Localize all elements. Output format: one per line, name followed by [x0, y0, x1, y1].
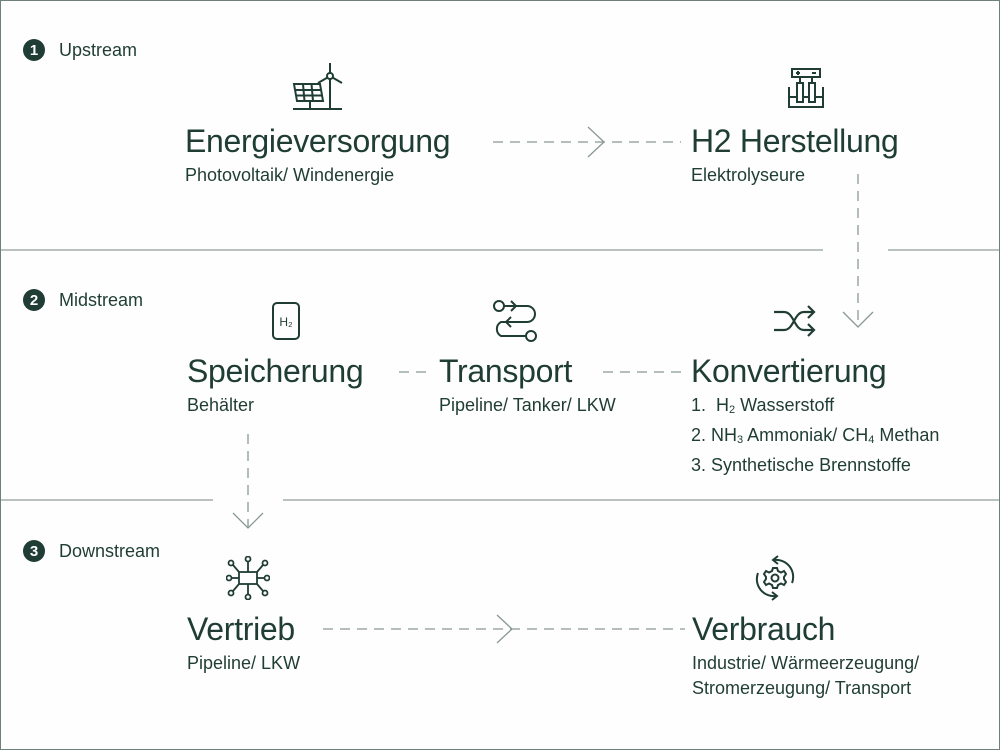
stage-number-badge: 1 — [23, 39, 45, 61]
node-konvertierung: Konvertierung 1. H2 Wasserstoff 2. NH3 A… — [691, 353, 939, 478]
h2-tank-icon: H₂ — [271, 301, 301, 341]
list-text: Methan — [874, 425, 940, 445]
gear-cycle-icon — [752, 555, 798, 601]
node-subtitle: Pipeline/ Tanker/ LKW — [439, 395, 616, 415]
formula-subscript: 2 — [729, 404, 736, 416]
list-text: Synthetische Brennstoffe — [711, 455, 911, 475]
formula: NH — [711, 425, 738, 445]
list-number: 1. — [691, 395, 707, 415]
stage-downstream: 3 Downstream — [23, 540, 160, 562]
conversion-list: 1. H2 Wasserstoff 2. NH3 Ammoniak/ CH4 M… — [691, 393, 939, 478]
node-subtitle-line-2: Stromerzeugung/ Transport — [692, 678, 912, 698]
shuffle-icon — [772, 304, 818, 338]
stage-label: Midstream — [59, 289, 144, 310]
node-h2-herstellung: H2 Herstellung Elektrolyseure — [691, 123, 899, 188]
conversion-item: 3. Synthetische Brennstoffe — [691, 453, 939, 478]
node-title: Transport — [439, 353, 573, 389]
node-title: Verbrauch — [692, 611, 836, 647]
list-number: 2. — [691, 425, 707, 445]
node-transport: Transport Pipeline/ Tanker/ LKW — [439, 353, 616, 418]
section-divider-1a — [1, 249, 823, 251]
conversion-item: 1. H2 Wasserstoff — [691, 393, 939, 423]
arrowhead-speicherung-to-vertrieb — [232, 512, 264, 529]
node-subtitle-line-1: Industrie/ Wärmeerzeugung/ — [692, 653, 920, 673]
arrowhead-energie-to-h2 — [587, 126, 605, 158]
formula-subscript: 4 — [868, 434, 875, 446]
route-icon — [491, 298, 541, 342]
node-title: Vertrieb — [187, 611, 295, 647]
stage-label: Upstream — [59, 39, 138, 60]
node-title: Speicherung — [187, 353, 364, 389]
section-divider-2b — [283, 499, 999, 501]
formula: H — [716, 395, 730, 415]
stage-number-badge: 3 — [23, 540, 45, 562]
node-title: H2 Herstellung — [691, 123, 899, 159]
stage-upstream: 1 Upstream — [23, 39, 137, 61]
section-divider-2a — [1, 499, 213, 501]
conversion-item: 2. NH3 Ammoniak/ CH4 Methan — [691, 423, 939, 453]
formula-subscript: 3 — [737, 434, 744, 446]
list-number: 3. — [691, 455, 707, 475]
stage-label: Downstream — [59, 540, 161, 561]
node-subtitle: Elektrolyseure — [691, 165, 806, 185]
arrowhead-h2-to-konvertierung — [842, 311, 874, 328]
arrowhead-vertrieb-to-verbrauch — [496, 614, 513, 644]
section-divider-1b — [888, 249, 999, 251]
node-subtitle: Photovoltaik/ Windenergie — [185, 165, 395, 185]
list-text: Ammoniak/ CH — [743, 425, 869, 445]
stage-number-badge: 2 — [23, 289, 45, 311]
node-title: Energieversorgung — [185, 123, 451, 159]
node-speicherung: Speicherung Behälter — [187, 353, 364, 418]
node-energieversorgung: Energieversorgung Photovoltaik/ Windener… — [185, 123, 451, 188]
node-subtitle: Behälter — [187, 395, 255, 415]
distribution-network-icon — [226, 556, 270, 600]
stage-midstream: 2 Midstream — [23, 289, 143, 311]
solar-wind-icon — [290, 62, 344, 110]
svg-text:H₂: H₂ — [279, 315, 293, 329]
node-vertrieb: Vertrieb Pipeline/ LKW — [187, 611, 300, 676]
node-subtitle: Pipeline/ LKW — [187, 653, 301, 673]
electrolyzer-icon — [786, 65, 826, 109]
list-text: Wasserstoff — [735, 395, 835, 415]
node-title: Konvertierung — [691, 353, 887, 389]
node-verbrauch: Verbrauch Industrie/ Wärmeerzeugung/ Str… — [692, 611, 919, 701]
